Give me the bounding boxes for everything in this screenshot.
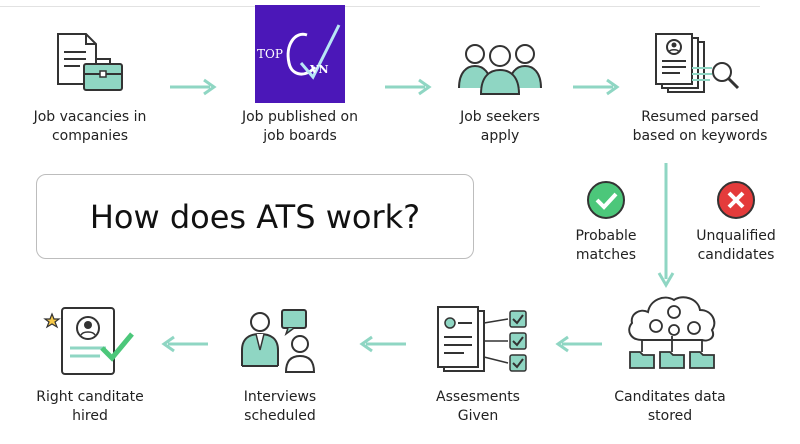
resume-search-icon	[655, 33, 740, 93]
hired-profile-icon	[43, 307, 134, 375]
document-briefcase-icon	[57, 33, 123, 91]
red-cross-icon	[717, 181, 755, 219]
cloud-database-icon	[628, 296, 716, 369]
top-divider	[0, 6, 760, 7]
people-group-icon	[458, 44, 542, 95]
assessment-checklist-icon	[437, 306, 527, 372]
arrow-left-icon	[555, 335, 602, 353]
topcv-logo: TOP VN	[255, 5, 345, 103]
arrow-right-icon	[573, 78, 620, 96]
arrow-left-icon	[359, 335, 406, 353]
arrow-right-icon	[385, 78, 432, 96]
arrow-right-icon	[170, 78, 217, 96]
ats-title-box: How does ATS work?	[36, 174, 474, 259]
page-title: How does ATS work?	[89, 197, 421, 236]
arrow-left-icon	[161, 335, 208, 353]
interview-people-icon	[241, 309, 316, 373]
green-check-icon	[587, 181, 625, 219]
arrow-down-icon	[657, 163, 675, 288]
